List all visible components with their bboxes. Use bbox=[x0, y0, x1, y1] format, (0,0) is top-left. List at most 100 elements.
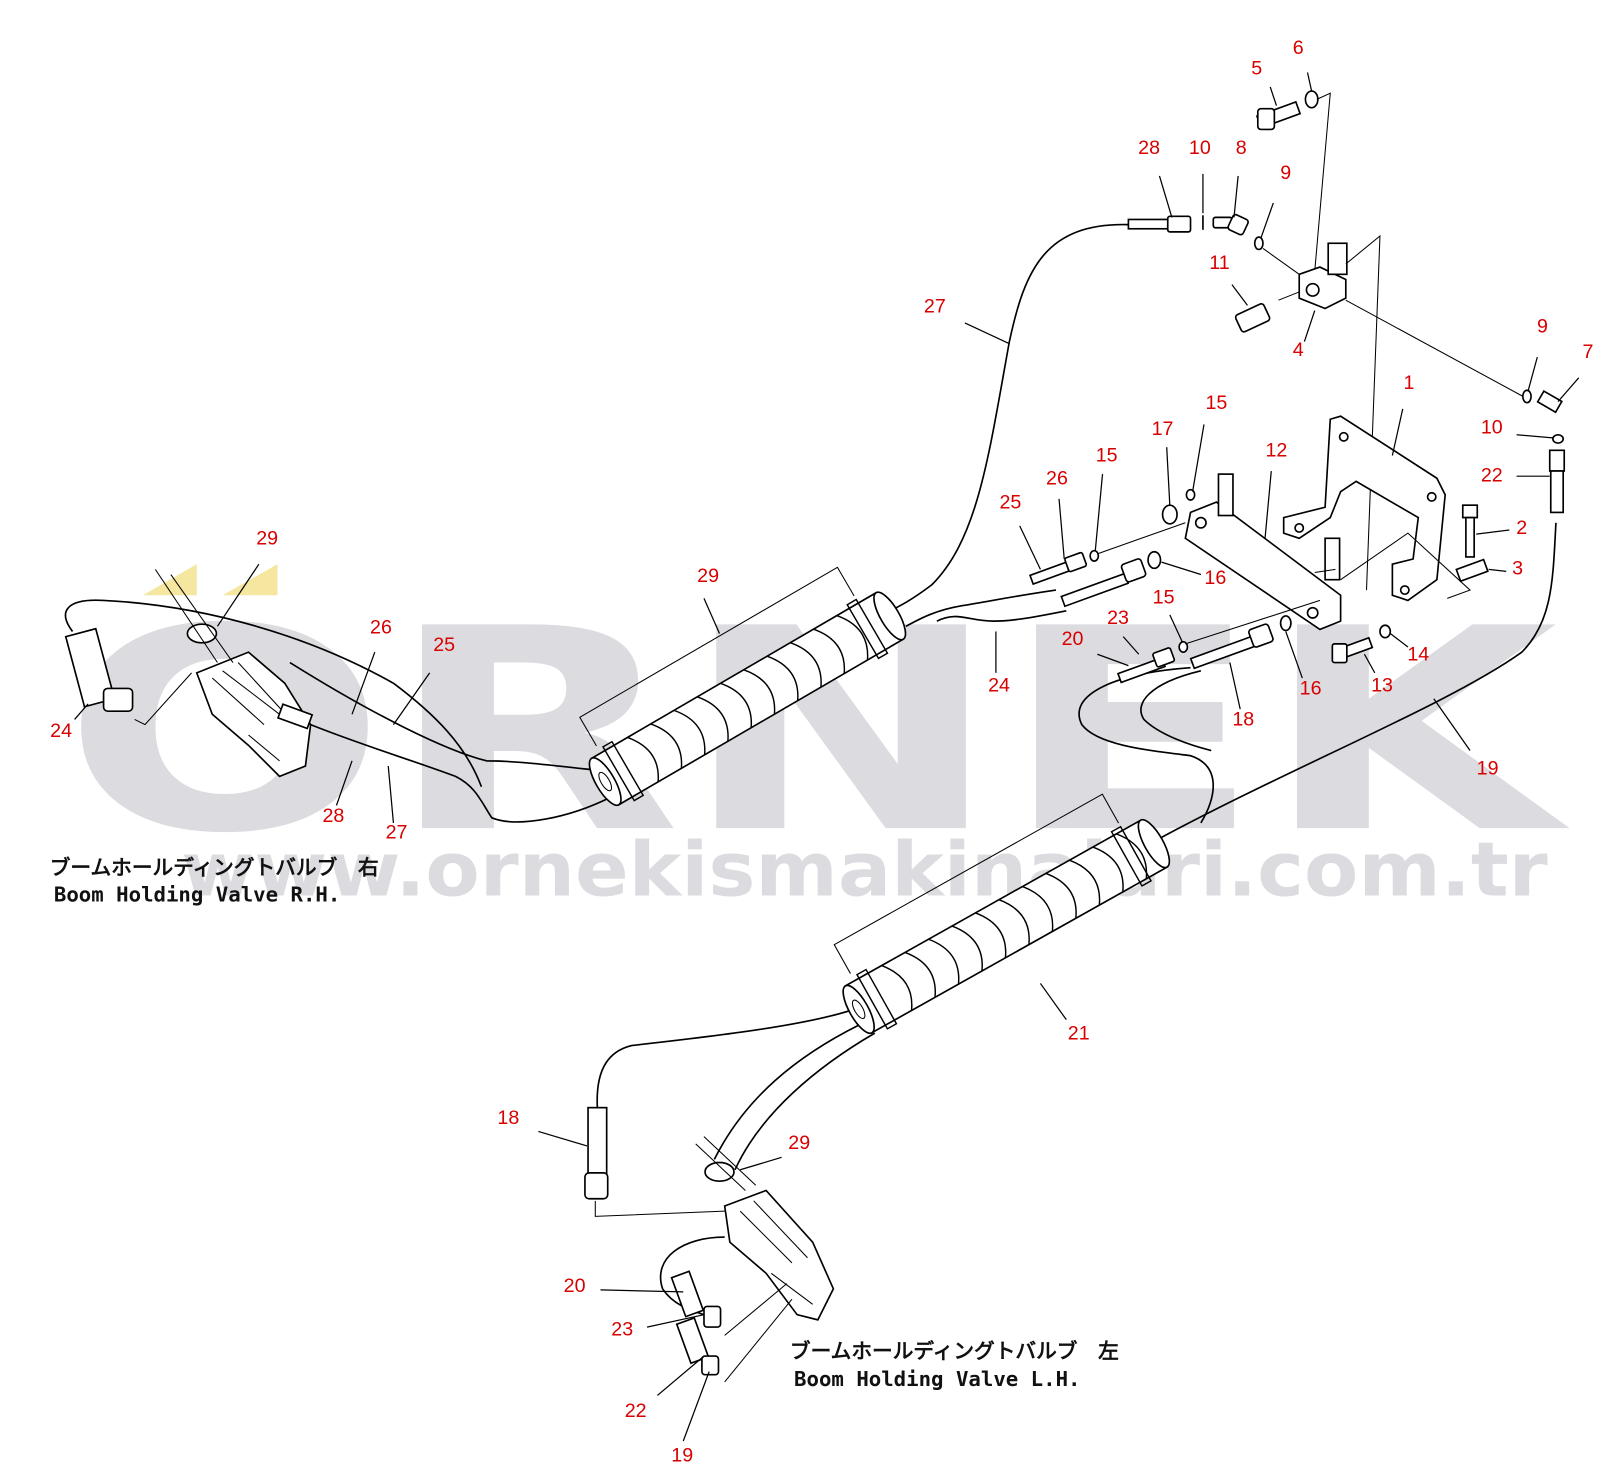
callout-22: 22 bbox=[1481, 464, 1503, 486]
leader-line bbox=[1169, 614, 1183, 643]
callout-14: 14 bbox=[1407, 643, 1429, 665]
hose-rh-loop bbox=[64, 599, 483, 788]
boom-holding-valve-rh bbox=[64, 569, 314, 778]
callout-28: 28 bbox=[1138, 137, 1160, 159]
leader-line bbox=[1269, 86, 1278, 106]
leader-line bbox=[1058, 498, 1065, 560]
leader-line bbox=[1161, 561, 1202, 576]
leader-line bbox=[1389, 633, 1409, 648]
caption-rh-en: Boom Holding Valve R.H. bbox=[54, 883, 340, 907]
callout-11: 11 bbox=[1209, 252, 1229, 274]
callout-20: 20 bbox=[1062, 628, 1084, 650]
leader-line bbox=[1527, 356, 1538, 392]
leader-line bbox=[1039, 983, 1067, 1021]
callout-3: 3 bbox=[1512, 558, 1523, 580]
hose-rh-lower bbox=[310, 723, 612, 823]
callout-26: 26 bbox=[1046, 467, 1068, 489]
hose-19 bbox=[1159, 522, 1557, 840]
callout-22: 22 bbox=[625, 1400, 647, 1422]
leader-line bbox=[216, 563, 260, 627]
boom-holding-valve-lh bbox=[584, 1106, 835, 1383]
callout-13: 13 bbox=[1371, 675, 1393, 697]
leader-line bbox=[1516, 434, 1553, 439]
leader-line bbox=[1363, 653, 1376, 674]
leader-line bbox=[74, 703, 89, 720]
hoses bbox=[64, 223, 1557, 1316]
leader-line bbox=[538, 1130, 588, 1147]
leader-line bbox=[1433, 698, 1471, 751]
leader-line bbox=[1158, 175, 1173, 218]
leader-line bbox=[1557, 377, 1580, 403]
leader-line bbox=[1229, 662, 1241, 710]
leader-line bbox=[1285, 631, 1303, 679]
callout-15: 15 bbox=[1096, 445, 1118, 467]
callout-7: 7 bbox=[1583, 341, 1594, 363]
leader-line bbox=[656, 1355, 705, 1396]
leader-line bbox=[964, 322, 1010, 345]
leader-line bbox=[1303, 310, 1316, 342]
leader-line bbox=[1264, 470, 1272, 539]
leader-line bbox=[387, 765, 395, 824]
sleeve-29 bbox=[579, 566, 907, 807]
callout-27: 27 bbox=[924, 296, 946, 318]
callout-24: 24 bbox=[50, 720, 72, 742]
callout-18: 18 bbox=[497, 1107, 519, 1129]
sleeve-21 bbox=[833, 793, 1171, 1035]
leader-line bbox=[1097, 653, 1129, 667]
callout-19: 19 bbox=[1477, 757, 1499, 779]
callout-15: 15 bbox=[1153, 587, 1175, 609]
leader-line bbox=[1019, 525, 1041, 570]
callout-2: 2 bbox=[1516, 517, 1527, 539]
callout-10: 10 bbox=[1189, 137, 1211, 159]
callout-12: 12 bbox=[1266, 440, 1288, 462]
leader-line bbox=[646, 1314, 705, 1328]
callout-9: 9 bbox=[1280, 162, 1291, 184]
leader-line bbox=[740, 1156, 782, 1171]
callout-15: 15 bbox=[1205, 392, 1227, 414]
caption-rh: ブームホールディングトバルブ 右 Boom Holding Valve R.H. bbox=[50, 856, 379, 907]
callout-29: 29 bbox=[256, 528, 278, 550]
callout-10: 10 bbox=[1481, 417, 1503, 439]
leader-line bbox=[1260, 202, 1274, 239]
leader-line bbox=[1233, 175, 1239, 218]
hose-rh-upper bbox=[289, 661, 606, 773]
leader-line bbox=[1476, 529, 1510, 535]
callout-16: 16 bbox=[1300, 678, 1322, 700]
callout-27: 27 bbox=[386, 822, 408, 844]
leader-line bbox=[682, 1371, 710, 1442]
caption-lh-jp: ブームホールディングトバルブ 左 bbox=[790, 1339, 1119, 1363]
callout-29: 29 bbox=[697, 565, 719, 587]
leader-line bbox=[1166, 447, 1171, 506]
callout-29: 29 bbox=[788, 1132, 810, 1154]
callout-9: 9 bbox=[1537, 315, 1548, 337]
hose-18-lower bbox=[596, 1008, 855, 1108]
leader-line bbox=[351, 651, 376, 715]
leader-line bbox=[600, 1289, 684, 1293]
callout-25: 25 bbox=[999, 491, 1021, 513]
hose-24 bbox=[905, 589, 1057, 628]
callout-8: 8 bbox=[1236, 137, 1247, 159]
hose-lh-1 bbox=[713, 1024, 860, 1160]
leader-line bbox=[1191, 424, 1205, 492]
leader-lines bbox=[74, 72, 1580, 1442]
callout-18: 18 bbox=[1232, 709, 1254, 731]
hose-18-loop bbox=[1078, 666, 1214, 824]
callout-28: 28 bbox=[322, 805, 344, 827]
callout-4: 4 bbox=[1293, 339, 1304, 361]
callout-1: 1 bbox=[1403, 372, 1414, 394]
hose-18-loop-b bbox=[1140, 669, 1212, 752]
hose-24-b bbox=[936, 609, 1067, 622]
caption-lh-en: Boom Holding Valve L.H. bbox=[794, 1367, 1080, 1391]
callout-16: 16 bbox=[1204, 567, 1226, 589]
callout-21: 21 bbox=[1068, 1022, 1090, 1044]
callout-17: 17 bbox=[1152, 418, 1174, 440]
hose-27 bbox=[889, 223, 1129, 612]
leader-line bbox=[1306, 72, 1313, 92]
callout-26: 26 bbox=[370, 617, 392, 639]
leader-line bbox=[1094, 474, 1104, 551]
callout-24: 24 bbox=[988, 675, 1010, 697]
caption-lh: ブームホールディングトバルブ 左 Boom Holding Valve L.H. bbox=[790, 1339, 1119, 1391]
